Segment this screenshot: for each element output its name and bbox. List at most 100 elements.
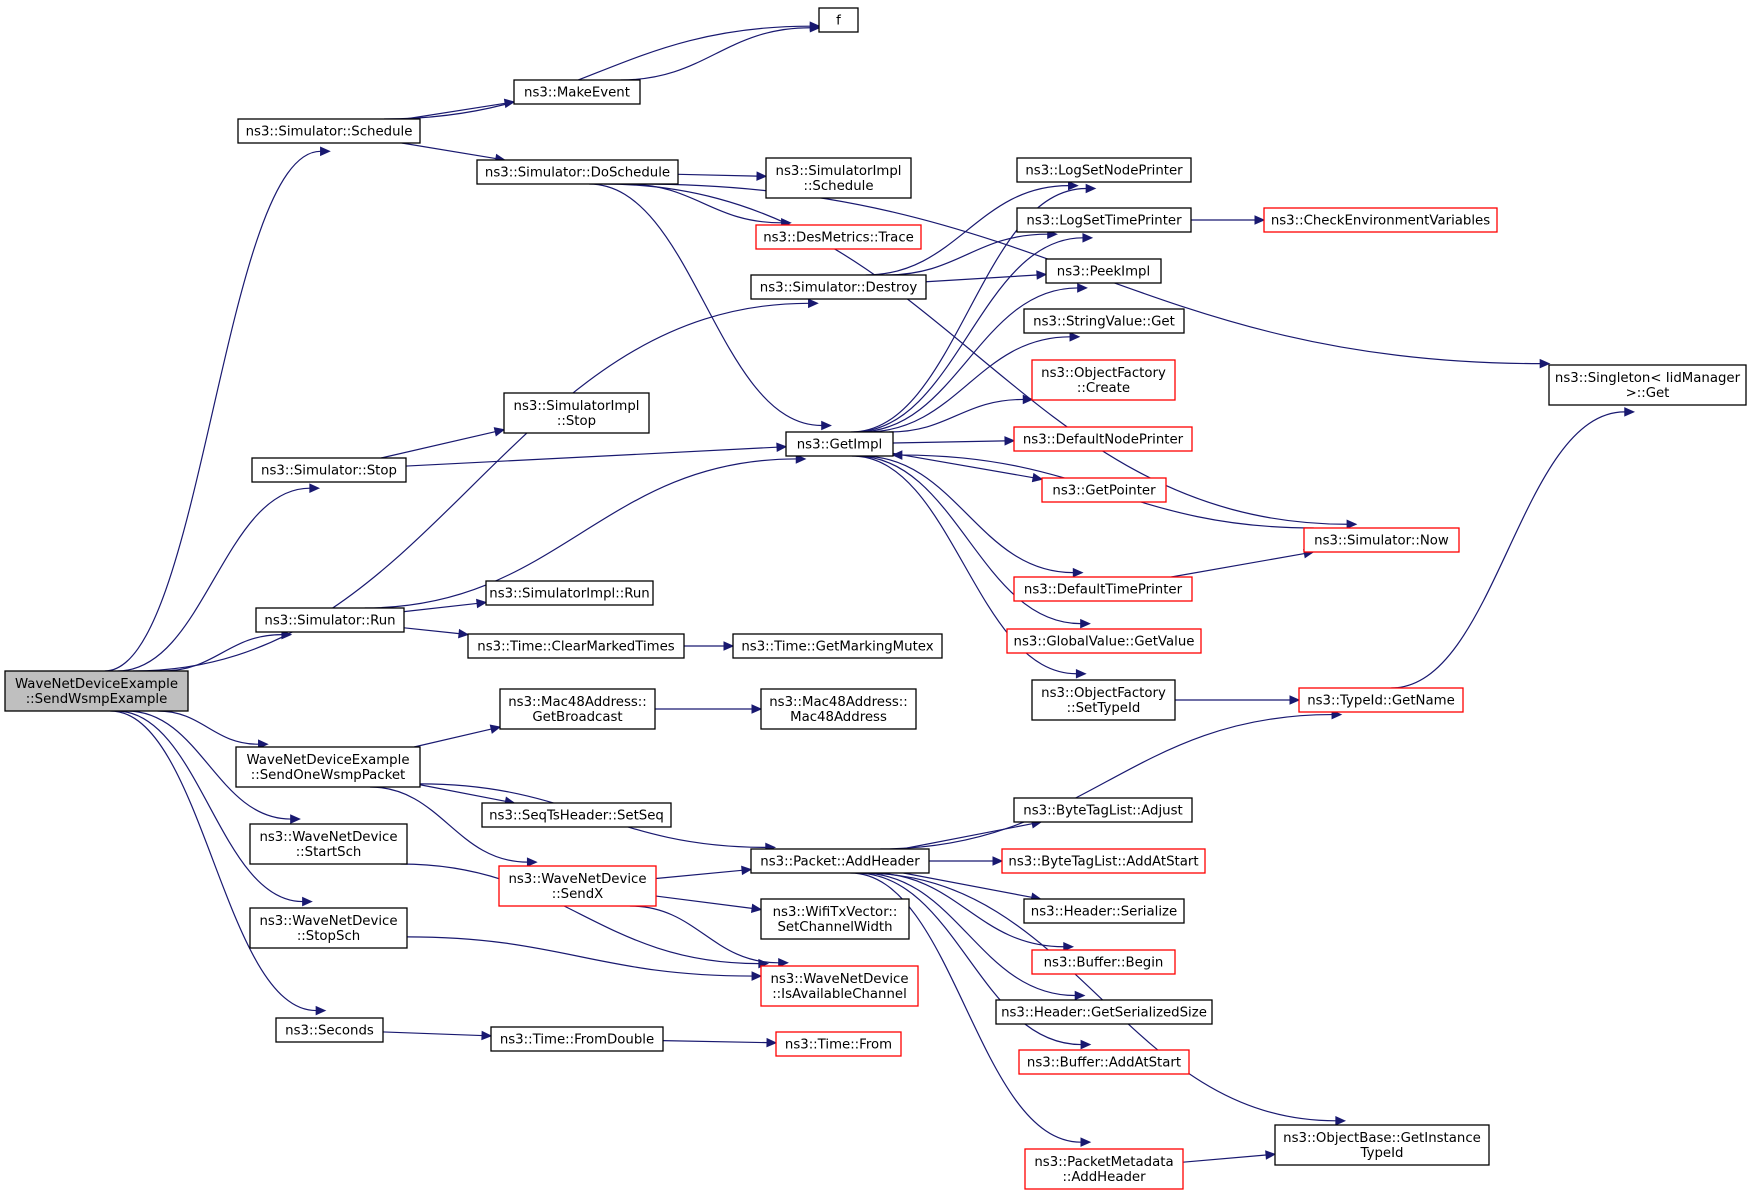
node-box <box>1031 949 1176 975</box>
node-label: ::AddHeader <box>1062 1170 1146 1185</box>
node-root[interactable]: WaveNetDeviceExample::SendWsmpExample <box>4 670 189 712</box>
node-buffer-addatstart[interactable]: ns3::Buffer::AddAtStart <box>1018 1049 1190 1075</box>
node-packetmetadata-addheader[interactable]: ns3::PacketMetadata::AddHeader <box>1024 1148 1184 1190</box>
node-box <box>255 607 405 633</box>
node-wnd-sendx[interactable]: ns3::WaveNetDevice::SendX <box>498 865 657 907</box>
node-desmetrics-trace[interactable]: ns3::DesMetrics::Trace <box>755 224 922 250</box>
node-mac-getbroadcast[interactable]: ns3::Mac48Address::GetBroadcast <box>499 688 656 730</box>
node-sim-run[interactable]: ns3::Simulator::Run <box>255 607 405 633</box>
edge-sim_destroy-to-peekimpl <box>925 270 1048 283</box>
edge-line <box>117 487 310 672</box>
node-label: ns3::Mac48Address:: <box>508 695 647 710</box>
node-box <box>760 898 910 940</box>
edge-sim_run-to-simimpl_run <box>403 598 488 613</box>
node-getimpl[interactable]: ns3::GetImpl <box>785 431 894 457</box>
node-logsetnodeprinter[interactable]: ns3::LogSetNodePrinter <box>1016 157 1192 183</box>
arrowhead <box>320 146 331 157</box>
node-sim-schedule[interactable]: ns3::Simulator::Schedule <box>237 118 421 144</box>
arrowhead <box>1063 942 1075 952</box>
node-wnd-isavailable[interactable]: ns3::WaveNetDevice::IsAvailableChannel <box>760 965 919 1007</box>
node-sendonewsmp[interactable]: WaveNetDeviceExample::SendOneWsmpPacket <box>235 746 421 788</box>
edge-root-to-seconds <box>110 710 327 1016</box>
arrowhead <box>290 814 301 824</box>
node-label: Mac48Address <box>790 710 887 725</box>
node-bytetaglist-adjust[interactable]: ns3::ByteTagList::Adjust <box>1013 797 1193 823</box>
node-bytetaglist-addatstart[interactable]: ns3::ByteTagList::AddAtStart <box>1001 848 1206 874</box>
node-simimpl-stop[interactable]: ns3::SimulatorImpl::Stop <box>503 392 650 434</box>
node-packet-addheader[interactable]: ns3::Packet::AddHeader <box>750 848 930 874</box>
node-time-clearmarked[interactable]: ns3::Time::ClearMarkedTimes <box>467 633 685 659</box>
node-getpointer[interactable]: ns3::GetPointer <box>1041 477 1167 503</box>
node-time-from[interactable]: ns3::Time::From <box>775 1031 902 1057</box>
edge-packet_addheader-to-bytetaglist_addatstart <box>929 856 1004 866</box>
node-makeevent[interactable]: ns3::MakeEvent <box>513 79 641 105</box>
node-objfactory-settypeid[interactable]: ns3::ObjectFactory::SetTypeId <box>1031 679 1176 721</box>
edge-logsettimeprinter-to-checkenv <box>1191 215 1266 225</box>
edge-makeevent-to-f <box>620 22 821 81</box>
arrowhead <box>778 958 789 968</box>
node-f[interactable]: f <box>818 7 859 33</box>
node-sim-stop[interactable]: ns3::Simulator::Stop <box>251 457 407 483</box>
edge-line <box>104 150 321 672</box>
edge-sendonewsmp-to-wnd_sendx <box>369 786 538 867</box>
node-singleton-get[interactable]: ns3::Singleton< IidManager >::Get <box>1548 364 1747 406</box>
edge-line <box>903 872 1032 898</box>
node-box <box>760 688 917 730</box>
edge-wnd_sendx-to-wnd_isavailable <box>629 905 789 968</box>
edge-line <box>405 446 778 467</box>
edge-line <box>369 786 528 863</box>
arrowhead <box>1265 1150 1277 1160</box>
node-sim-doschedule[interactable]: ns3::Simulator::DoSchedule <box>476 159 679 185</box>
node-buffer-begin[interactable]: ns3::Buffer::Begin <box>1031 949 1176 975</box>
node-seconds[interactable]: ns3::Seconds <box>275 1017 384 1043</box>
node-defaulttimeprinter[interactable]: ns3::DefaultTimePrinter <box>1013 576 1193 602</box>
node-defaultnodeprinter[interactable]: ns3::DefaultNodePrinter <box>1013 426 1193 452</box>
node-sim-now[interactable]: ns3::Simulator::Now <box>1303 527 1460 553</box>
edge-line <box>400 863 759 965</box>
node-wifitxvector[interactable]: ns3::WifiTxVector::SetChannelWidth <box>760 898 910 940</box>
node-label: ns3::Simulator::Schedule <box>246 125 413 140</box>
node-wnd-stopsch[interactable]: ns3::WaveNetDevice::StopSch <box>249 907 408 949</box>
node-label: ns3::SeqTsHeader::SetSeq <box>489 809 664 824</box>
arrowhead <box>1080 1039 1092 1050</box>
node-objfactory-create[interactable]: ns3::ObjectFactory::Create <box>1031 359 1176 401</box>
node-label: ns3::Time::GetMarkingMutex <box>741 640 933 655</box>
node-time-getmarkingmutex[interactable]: ns3::Time::GetMarkingMutex <box>732 633 943 659</box>
arrowhead <box>1346 519 1358 530</box>
node-label: ns3::SimulatorImpl <box>514 399 640 414</box>
node-header-serialize[interactable]: ns3::Header::Serialize <box>1023 898 1185 924</box>
node-logsettimeprinter[interactable]: ns3::LogSetTimePrinter <box>1016 207 1192 233</box>
node-sim-destroy[interactable]: ns3::Simulator::Destroy <box>750 274 927 300</box>
edge-time_clearmarked-to-time_getmarkingmutex <box>684 641 735 651</box>
node-globalvalue-getvalue[interactable]: ns3::GlobalValue::GetValue <box>1006 628 1202 654</box>
node-wnd-startsch[interactable]: ns3::WaveNetDevice::StartSch <box>249 823 408 865</box>
node-peekimpl[interactable]: ns3::PeekImpl <box>1045 258 1162 284</box>
node-mac-mac48address[interactable]: ns3::Mac48Address::Mac48Address <box>760 688 917 730</box>
node-label: ns3::Simulator::Destroy <box>760 281 918 296</box>
arrowhead <box>315 1005 327 1016</box>
edge-root-to-sim_schedule <box>104 146 331 672</box>
node-box <box>1045 258 1162 284</box>
edge-time_fromdouble-to-time_from <box>662 1037 778 1048</box>
edge-line <box>925 274 1038 283</box>
node-seqts-setseq[interactable]: ns3::SeqTsHeader::SetSeq <box>481 802 672 828</box>
arrowhead <box>1036 270 1048 280</box>
node-box <box>237 118 421 144</box>
node-simimpl-schedule[interactable]: ns3::SimulatorImpl::Schedule <box>765 157 912 199</box>
edge-line <box>405 102 506 120</box>
node-box <box>750 848 930 874</box>
node-time-fromdouble[interactable]: ns3::Time::FromDouble <box>490 1026 664 1052</box>
node-label: ns3::Seconds <box>285 1024 374 1039</box>
node-box <box>755 224 922 250</box>
node-checkenv[interactable]: ns3::CheckEnvironmentVariables <box>1263 207 1498 233</box>
node-stringvalue-get[interactable]: ns3::StringValue::Get <box>1023 308 1185 334</box>
node-label: ns3::Simulator::Now <box>1314 534 1449 549</box>
node-header-getserializedsize[interactable]: ns3::Header::GetSerializedSize <box>995 999 1213 1025</box>
node-label: ns3::WaveNetDevice <box>259 830 397 845</box>
node-simimpl-run[interactable]: ns3::SimulatorImpl::Run <box>485 580 654 606</box>
node-typeid-getname[interactable]: ns3::TypeId::GetName <box>1298 687 1464 713</box>
edge-typeid_getname-to-singleton_get <box>1391 407 1635 689</box>
edge-line <box>855 872 1082 1046</box>
